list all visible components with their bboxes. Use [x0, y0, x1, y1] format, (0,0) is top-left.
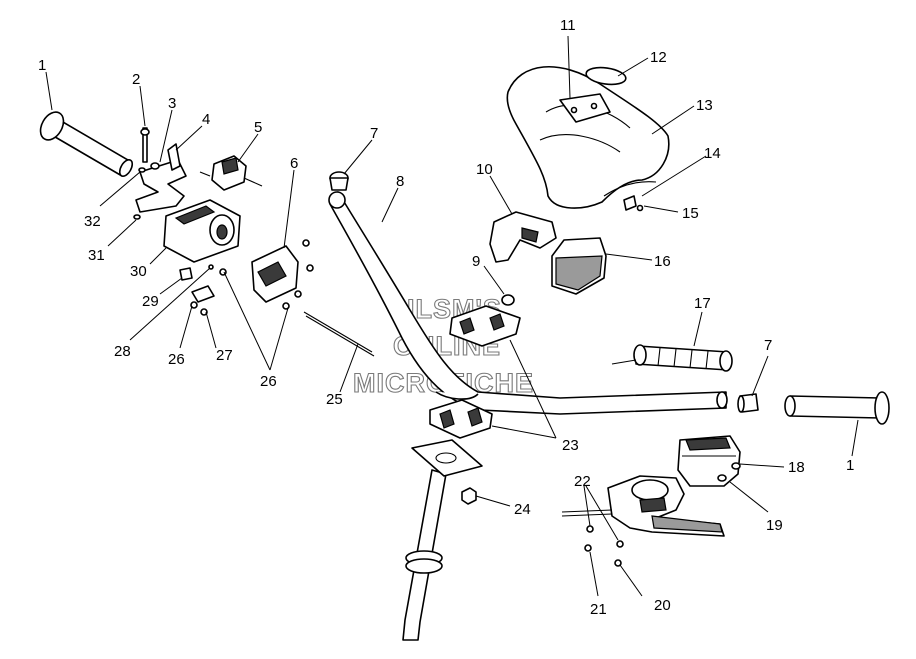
brake-lever-assembly: [561, 475, 725, 567]
cover-16: [551, 237, 607, 295]
callout-19: 19: [766, 517, 783, 534]
callout-16: 16: [654, 253, 671, 270]
callout-27: 27: [216, 347, 233, 364]
hand-guard: [506, 65, 670, 212]
handlebar: [328, 191, 728, 415]
switch-block-right: [677, 435, 741, 487]
callout-25: 25: [326, 391, 343, 408]
nut-24: [461, 487, 477, 505]
leader-lines: [45, 35, 859, 597]
callout-3: 3: [168, 95, 176, 112]
cover-10: [489, 211, 557, 263]
right-grip: [784, 391, 890, 425]
callout-7-right: 7: [764, 337, 772, 354]
callouts: 1 2 3 4 5 6 7 8 9 10 11 12 13 14 15 16 1…: [38, 17, 854, 618]
callout-7-left: 7: [370, 125, 378, 142]
callout-21: 21: [590, 601, 607, 618]
mounting-bracket: [133, 127, 187, 220]
callout-12: 12: [650, 49, 667, 66]
callout-15: 15: [682, 205, 699, 222]
end-cap-right: [737, 393, 759, 413]
callout-22: 22: [574, 473, 591, 490]
callout-1-left: 1: [38, 57, 46, 74]
switch-housing-left: [163, 199, 241, 263]
callout-1-right: 1: [846, 457, 854, 474]
handlebar-clamp-upper: [449, 294, 521, 347]
callout-32: 32: [84, 213, 101, 230]
connector-5: [199, 155, 263, 191]
switch-cover-6: [251, 239, 314, 310]
throttle-sleeve: [611, 344, 733, 372]
callout-2: 2: [132, 71, 140, 88]
callout-18: 18: [788, 459, 805, 476]
callout-24: 24: [514, 501, 531, 518]
callout-26-left: 26: [168, 351, 185, 368]
callout-9: 9: [472, 253, 480, 270]
handlebar-clamp-lower: [429, 399, 493, 439]
callout-30: 30: [130, 263, 147, 280]
callout-11: 11: [560, 17, 576, 34]
callout-4: 4: [202, 111, 210, 128]
left-grip: [39, 111, 134, 177]
callout-26-right: 26: [260, 373, 277, 390]
end-cap-left: [329, 171, 349, 191]
callout-28: 28: [114, 343, 131, 360]
callout-23: 23: [562, 437, 579, 454]
callout-17: 17: [694, 295, 711, 312]
callout-6: 6: [290, 155, 298, 172]
callout-10: 10: [476, 161, 493, 178]
callout-14: 14: [704, 145, 721, 162]
cable-25: [303, 311, 375, 357]
callout-20: 20: [654, 597, 671, 614]
callout-5: 5: [254, 119, 262, 136]
steering-post: [402, 439, 483, 641]
callout-13: 13: [696, 97, 713, 114]
callout-8: 8: [396, 173, 404, 190]
callout-29: 29: [142, 293, 159, 310]
callout-31: 31: [88, 247, 105, 264]
small-parts-left: [179, 264, 227, 316]
